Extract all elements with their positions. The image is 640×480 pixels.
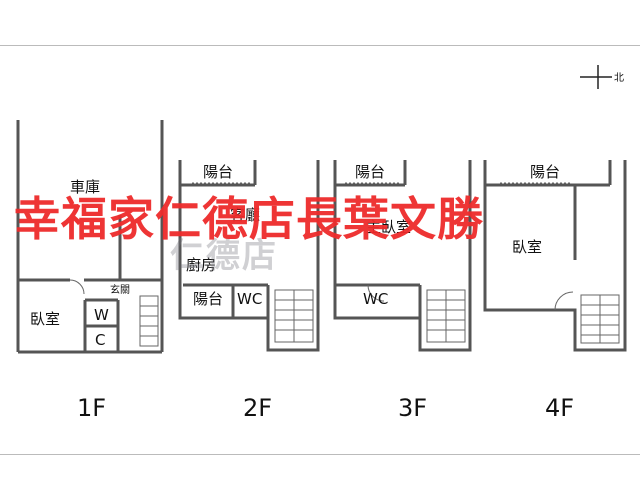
room-3f-wc: WC bbox=[363, 290, 388, 308]
floor-2-stairs bbox=[274, 289, 314, 343]
room-2f-wc: WC bbox=[237, 290, 262, 308]
north-label: 北 bbox=[614, 72, 624, 84]
room-2f-kitchen: 廚房 bbox=[186, 256, 216, 274]
room-entry: 玄關 bbox=[110, 283, 130, 296]
agent-watermark: 幸福家仁德店長葉文勝 bbox=[14, 192, 484, 246]
room-3f-master: 主臥室 bbox=[366, 218, 411, 236]
floor-label-2f: 2F bbox=[243, 394, 272, 422]
floor-4-walls bbox=[483, 160, 627, 352]
floor-label-4f: 4F bbox=[545, 394, 574, 422]
floorplan-frame bbox=[0, 45, 640, 455]
room-1f-bedroom: 臥室 bbox=[30, 310, 60, 328]
floor-2-walls bbox=[178, 160, 320, 352]
room-4f-balcony: 陽台 bbox=[530, 163, 560, 181]
floor-1-stairs bbox=[139, 295, 159, 347]
room-2f-balcony-top: 陽台 bbox=[203, 163, 233, 181]
ghost-watermark: 仁德店 bbox=[170, 236, 278, 276]
north-arrow-icon bbox=[580, 65, 612, 89]
floor-1-walls bbox=[16, 120, 164, 354]
room-2f-living: 客廳 bbox=[230, 206, 260, 224]
room-4f-bedroom: 臥室 bbox=[512, 238, 542, 256]
floor-label-1f: 1F bbox=[77, 394, 106, 422]
room-1f-wc-top: W bbox=[94, 306, 109, 324]
room-1f-wc-bottom: C bbox=[95, 331, 105, 349]
door-swing-4f bbox=[554, 291, 574, 311]
floor-label-3f: 3F bbox=[398, 394, 427, 422]
room-2f-balcony-bottom: 陽台 bbox=[193, 290, 223, 308]
floor-4-stairs bbox=[580, 294, 620, 344]
door-swing-3f bbox=[367, 284, 385, 302]
room-3f-balcony: 陽台 bbox=[355, 163, 385, 181]
door-swing-1f bbox=[69, 279, 85, 295]
floor-3-stairs bbox=[426, 289, 466, 343]
floor-3-walls bbox=[333, 160, 472, 352]
room-garage: 車庫 bbox=[70, 178, 100, 196]
